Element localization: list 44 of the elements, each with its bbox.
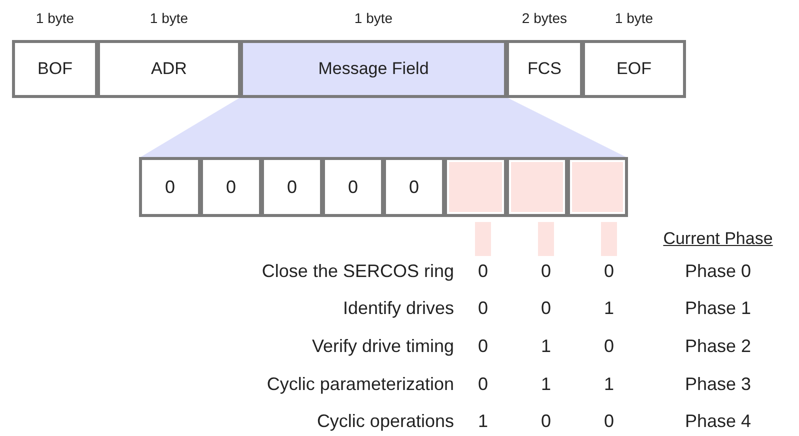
bit-value: 1 xyxy=(604,297,614,320)
bit-box xyxy=(444,157,507,217)
frame-field: FCS xyxy=(506,40,583,98)
bit-value: 0 xyxy=(540,410,551,433)
bit-value: 0 xyxy=(540,260,551,283)
bit-cell: 0 xyxy=(139,157,201,217)
byte-size-label: 1 byte xyxy=(150,9,188,28)
frame-field: EOF xyxy=(582,40,686,98)
column-heading: Current Phase xyxy=(663,228,773,250)
bit-cell: 0 xyxy=(200,157,262,217)
bit-cell: 0 xyxy=(383,157,445,217)
bit-value: 0 xyxy=(478,335,488,358)
bit-value: 0 xyxy=(604,335,614,358)
bit-value: 0 xyxy=(478,297,488,320)
byte-size-label: 1 byte xyxy=(36,9,74,28)
bit-value: 0 xyxy=(604,260,614,283)
bit-value: 0 xyxy=(478,373,488,396)
bit-box xyxy=(506,157,568,217)
phase-description: Close the SERCOS ring xyxy=(262,260,454,283)
bit-value: 0 xyxy=(540,297,551,320)
bit-value: 1 xyxy=(540,335,551,358)
phase-name: Phase 0 xyxy=(684,260,752,283)
frame-field: Message Field xyxy=(240,40,507,98)
bit-box xyxy=(567,157,628,217)
bit-cell: 0 xyxy=(261,157,323,217)
byte-size-label: 1 byte xyxy=(614,9,654,28)
phase-description: Cyclic parameterization xyxy=(266,373,454,396)
bit-value: 1 xyxy=(478,410,488,433)
phase-name: Phase 1 xyxy=(684,297,752,320)
byte-size-label: 2 bytes xyxy=(522,9,568,28)
bit-cell: 0 xyxy=(322,157,384,217)
phase-name: Phase 4 xyxy=(684,410,752,433)
phase-description: Verify drive timing xyxy=(312,335,454,358)
phase-name: Phase 3 xyxy=(684,373,752,396)
bit-value: 0 xyxy=(604,410,614,433)
byte-size-label: 1 byte xyxy=(354,9,393,28)
bit-value: 1 xyxy=(540,373,551,396)
bit-value: 0 xyxy=(478,260,488,283)
bit-value: 1 xyxy=(604,373,614,396)
phase-description: Identify drives xyxy=(342,297,454,320)
phase-description: Cyclic operations xyxy=(316,410,454,433)
frame-field: ADR xyxy=(97,40,241,98)
phase-name: Phase 2 xyxy=(684,335,752,358)
frame-field: BOF xyxy=(12,40,98,98)
